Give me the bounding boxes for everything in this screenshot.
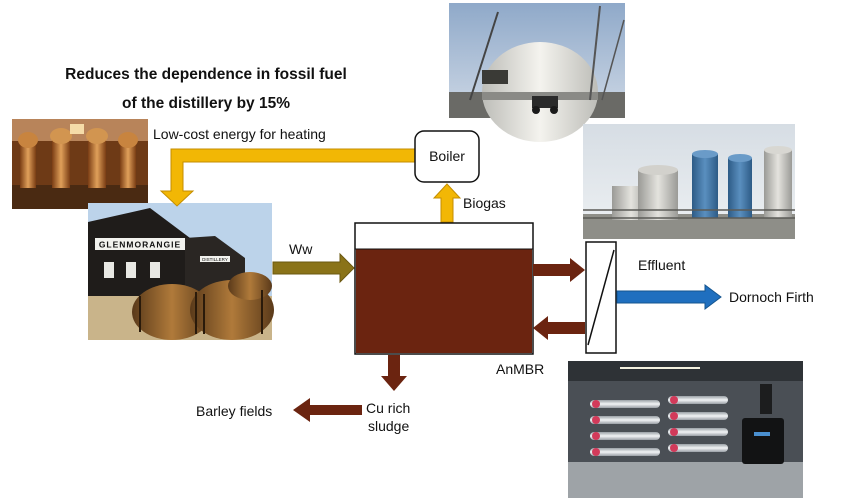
heating-label: Low-cost energy for heating — [153, 126, 326, 142]
stillhouse-photo — [12, 119, 148, 209]
storage-tanks-photo — [583, 124, 795, 239]
headline-line-2: of the distillery by 15% — [122, 95, 290, 112]
biogas-label: Biogas — [463, 195, 506, 211]
sludge-label-1: Cu rich — [366, 400, 410, 416]
boiler-box — [414, 130, 480, 183]
ww-arrow — [272, 252, 355, 284]
effluent-arrow — [616, 284, 722, 310]
headline-line-1: Reduces the dependence in fossil fuel — [65, 66, 347, 83]
distillery-photo: GLENMORANGIE DISTILLERY — [88, 203, 274, 340]
anmbr-label: AnMBR — [496, 361, 544, 377]
membrane-photo — [568, 361, 803, 498]
reactor-liquid — [356, 249, 532, 353]
heating-arrow — [159, 148, 416, 207]
distillery-sign: GLENMORANGIE — [99, 240, 181, 250]
barley-arrow — [293, 398, 362, 422]
return-arrow — [533, 316, 585, 340]
biogas-arrow — [432, 183, 462, 223]
effluent-label: Effluent — [638, 257, 685, 273]
dornoch-label: Dornoch Firth — [729, 289, 814, 305]
barley-label: Barley fields — [196, 403, 272, 419]
sludge-down-arrow — [381, 355, 407, 391]
to-membrane-arrow — [533, 258, 585, 282]
boiler-label: Boiler — [429, 148, 465, 164]
sludge-label-2: sludge — [368, 418, 409, 434]
biogas-dome-photo — [449, 3, 625, 142]
ww-label: Ww — [289, 241, 313, 257]
distillery-sign-small: DISTILLERY — [202, 257, 228, 262]
